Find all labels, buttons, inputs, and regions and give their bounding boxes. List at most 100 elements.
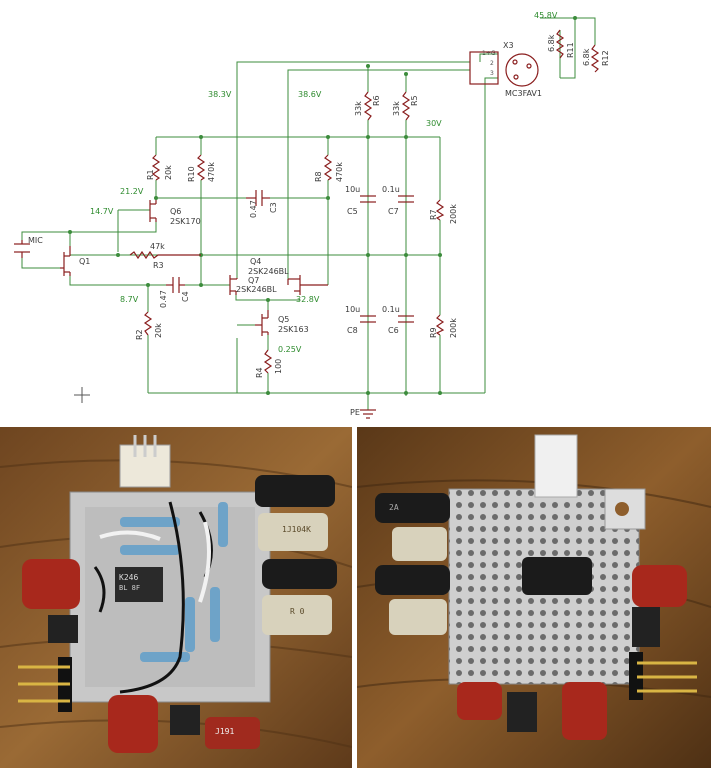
components xyxy=(14,29,600,419)
voltage-38v6: 38.6V xyxy=(298,90,322,99)
chip-label: K246 xyxy=(119,573,139,582)
label-r6: R6 xyxy=(372,95,381,106)
label-c3: C3 xyxy=(269,202,278,213)
label-r12: R12 xyxy=(601,50,610,66)
red-capacitor xyxy=(457,682,502,720)
film-capacitor xyxy=(258,513,328,551)
label-x3: X3 xyxy=(503,41,514,50)
voltage-8v7: 8.7V xyxy=(120,295,139,304)
label-r1: R1 xyxy=(146,169,155,180)
film-cap-label: 1J104K xyxy=(282,525,311,534)
photo-solder-side: 2A xyxy=(357,427,711,768)
electrolytic-capacitor xyxy=(375,565,450,595)
resistor-r7 xyxy=(435,199,445,221)
jfet-q7 xyxy=(287,275,328,295)
wire-rail-38v3 xyxy=(236,61,470,66)
header-connector xyxy=(534,434,578,498)
electrolytic-capacitor xyxy=(522,557,592,595)
transistor xyxy=(632,607,660,647)
label-r10: R10 xyxy=(187,166,196,182)
label-pin3: 3 xyxy=(490,70,494,77)
capacitor-c6 xyxy=(398,315,414,323)
film-capacitor xyxy=(389,599,447,635)
jfet-q5 xyxy=(255,310,269,336)
label-c6: C6 xyxy=(388,326,399,335)
wires xyxy=(21,17,596,410)
electrolytic-capacitor xyxy=(375,493,450,523)
label-q1: Q1 xyxy=(79,257,91,266)
resistor-r10 xyxy=(196,154,206,181)
label-q6: Q6 xyxy=(170,207,182,216)
voltage-0v25: 0.25V xyxy=(278,345,302,354)
label-r11-value: 6.8k xyxy=(547,34,556,52)
jfet-q1 xyxy=(60,246,71,276)
transistor xyxy=(48,615,78,643)
resistor-r9 xyxy=(435,314,445,336)
resistor-r2 xyxy=(143,311,153,336)
resistor-r8 xyxy=(323,154,333,181)
label-pe: PE xyxy=(350,408,360,417)
label-q5-type: 2SK163 xyxy=(278,325,309,334)
transistor xyxy=(170,705,200,735)
resistor-r1 xyxy=(151,154,161,181)
film-capacitor xyxy=(392,527,447,561)
label-r6-value: 33k xyxy=(354,101,363,116)
label-r3-value: 47k xyxy=(150,242,165,251)
resistor xyxy=(120,545,180,555)
resistor xyxy=(185,597,195,652)
red-capacitor xyxy=(205,717,260,749)
resistor xyxy=(218,502,228,547)
junctions xyxy=(68,16,577,395)
label-r9-value: 200k xyxy=(449,318,458,338)
label-c8-value: 10u xyxy=(345,305,361,314)
jfet-q4 xyxy=(229,275,238,295)
label-r3: R3 xyxy=(153,261,164,270)
label-q5: Q5 xyxy=(278,315,290,324)
label-c8: C8 xyxy=(347,326,358,335)
label-mic: MIC xyxy=(28,236,43,245)
capacitor-c7 xyxy=(398,195,414,203)
wire-rail-38v6 xyxy=(287,69,470,74)
label-r8-value: 470k xyxy=(335,162,344,182)
resistor-r11 xyxy=(555,29,565,59)
label-r11: R11 xyxy=(566,42,575,58)
resistor-r5 xyxy=(401,91,411,121)
transistor xyxy=(507,692,537,732)
label-pin1: 1+G xyxy=(482,50,496,57)
label-c5: C5 xyxy=(347,207,358,216)
capacitor-c8 xyxy=(360,315,376,323)
label-q7: Q7 xyxy=(248,276,260,285)
crosshair-mark xyxy=(74,387,90,403)
label-r5-value: 33k xyxy=(392,101,401,116)
electrolytic-capacitor xyxy=(255,475,335,507)
label-r2: R2 xyxy=(135,329,144,340)
electrolytic-label: 2A xyxy=(389,503,399,512)
voltage-21v2: 21.2V xyxy=(120,187,144,196)
label-c4-value: 0.47 xyxy=(159,290,168,308)
voltage-45v8: 45.8V xyxy=(534,11,558,20)
label-c4: C4 xyxy=(181,291,190,302)
red-capacitor xyxy=(562,682,607,740)
resistor-r12 xyxy=(590,44,600,73)
label-q6-type: 2SK170 xyxy=(170,217,201,226)
red-capacitor xyxy=(108,695,158,753)
label-r2-value: 20k xyxy=(154,323,163,338)
electrolytic-capacitor xyxy=(262,559,337,589)
label-pin2: 2 xyxy=(490,60,494,67)
label-r12-value: 6.8k xyxy=(582,48,591,66)
label-r8: R8 xyxy=(314,171,323,182)
film-capacitor xyxy=(262,595,332,635)
voltage-30v: 30V xyxy=(426,119,442,128)
ground-symbol xyxy=(360,409,376,419)
resistor-r6 xyxy=(363,91,373,121)
label-r9: R9 xyxy=(429,327,438,338)
resistor xyxy=(120,517,180,527)
voltage-14v7: 14.7V xyxy=(90,207,114,216)
jfet-q6 xyxy=(149,200,157,222)
label-r7-value: 200k xyxy=(449,204,458,224)
voltage-32v8: 32.8V xyxy=(296,295,320,304)
label-q4: Q4 xyxy=(250,257,262,266)
capacitor-c5 xyxy=(360,195,376,203)
label-q7-type: 2SK246BL xyxy=(236,285,277,294)
